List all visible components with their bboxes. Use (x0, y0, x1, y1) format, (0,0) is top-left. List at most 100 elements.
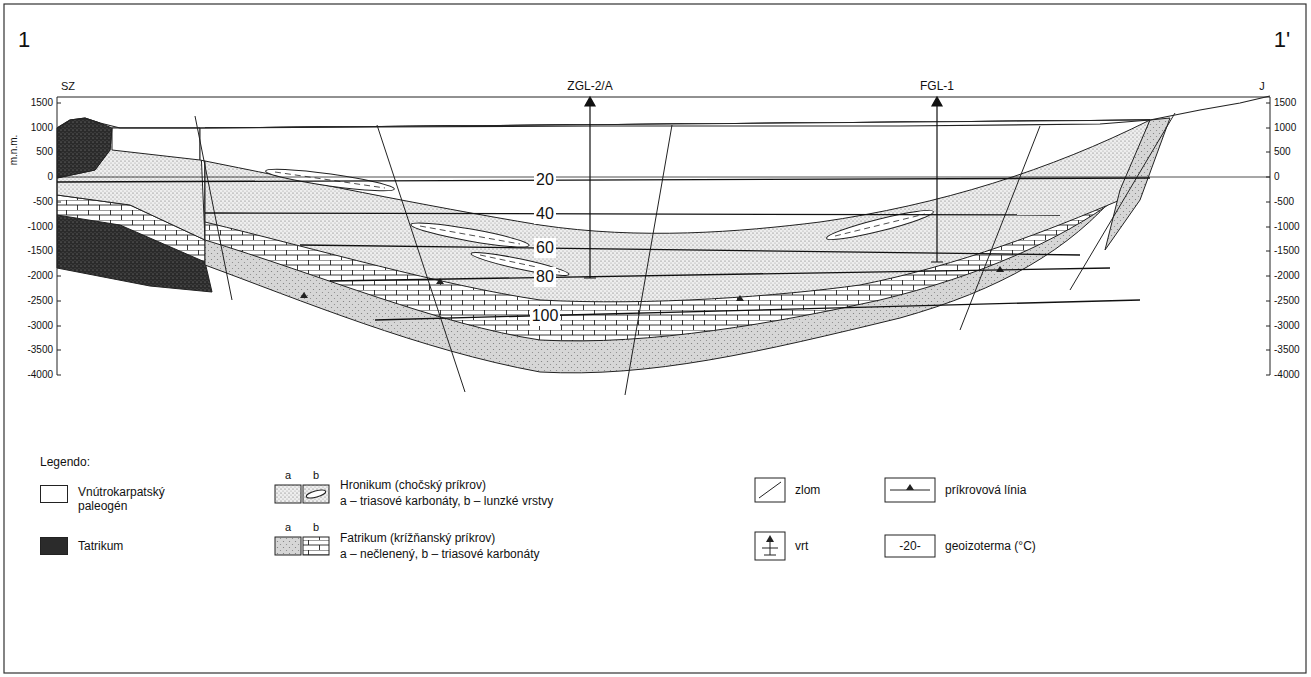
axis-tick-label: -1500 (27, 245, 53, 257)
terrain-surface (57, 96, 1270, 128)
axis-tick-label: 0 (1274, 171, 1280, 183)
axis-tick-label: -3000 (1274, 320, 1300, 332)
isotherm-line (375, 300, 1140, 320)
borehole-line (931, 104, 943, 262)
isotherm-sample-label: -20- (899, 539, 920, 553)
legend-swatch (40, 485, 68, 503)
axis-tick-label: -2500 (1274, 295, 1300, 307)
legend-text: Hronikum (chočský príkrov) (340, 478, 486, 492)
axis-tick-label: -3500 (27, 344, 53, 356)
hronikum-b-swatch (303, 485, 329, 503)
borehole-arrow (766, 535, 774, 542)
axis-tick-label: -1000 (1274, 221, 1300, 233)
axis-tick-label: -3500 (1274, 344, 1300, 356)
axis-tick-label: 500 (36, 146, 53, 158)
isotherm-label: 40 (534, 204, 556, 223)
axis-tick-label: -1500 (1274, 245, 1300, 257)
isotherm-label: 60 (534, 238, 556, 257)
axis-tick-label: -500 (33, 196, 53, 208)
hronikum-a-swatch (275, 485, 301, 503)
fault-line (377, 125, 465, 392)
borehole-line (584, 104, 596, 278)
axis-tick-label: -2000 (1274, 270, 1300, 282)
thrust-tooth (996, 266, 1004, 272)
axis-tick-label: -3000 (27, 320, 53, 332)
isotherms (57, 178, 1150, 320)
lens (265, 165, 395, 195)
borehole-sample (762, 541, 778, 555)
legend-text: geoizoterma (°C) (945, 539, 1036, 553)
legend-sublabel: a (285, 521, 291, 534)
tatrikum-body (57, 118, 112, 178)
axis-tick-label: 500 (1274, 146, 1291, 158)
legend-sublabel: b (313, 469, 319, 482)
frame (4, 4, 1306, 673)
borehole-arrow (585, 97, 595, 106)
fatrikum-b-swatch (303, 537, 329, 555)
legend-sublabel: b (313, 521, 319, 534)
legend-text: zlom (795, 483, 820, 497)
lens-dashes (275, 172, 925, 272)
fault-line (1070, 113, 1175, 290)
axis-line (57, 97, 1270, 375)
legend-text: vrt (795, 539, 808, 553)
axis-tick-label: -500 (1274, 196, 1294, 208)
isotherm-line (205, 213, 1060, 215)
legend-text: Vnútrokarpatský paleogén (78, 485, 178, 514)
isotherm-sample-box (885, 535, 935, 557)
legend-text: príkrovová línia (945, 483, 1026, 497)
fault-sample-box (755, 478, 785, 502)
paleogene-body (112, 128, 200, 160)
isotherm-label: 20 (534, 170, 556, 189)
fault-sample (759, 482, 781, 498)
fault-line (625, 125, 672, 395)
axis-tick-label: -2000 (27, 270, 53, 282)
legend-swatch (40, 537, 68, 555)
lens-dash (420, 226, 520, 244)
axis-ticks (57, 103, 1270, 375)
isotherm-line (57, 178, 1150, 182)
axis-tick-label: -4000 (1274, 369, 1300, 381)
legend-sublabel: a (285, 469, 291, 482)
lens-dash (275, 172, 385, 188)
legend-text: Fatrikum (krížňanský príkrov) (340, 531, 495, 545)
boreholes (584, 97, 943, 278)
fault-line (195, 116, 232, 300)
isotherm-label: 100 (530, 306, 561, 325)
lens-dash (835, 214, 925, 236)
axis-tick-label: 1000 (31, 122, 53, 134)
fault-line (960, 126, 1040, 330)
axis-tick-label: -2500 (27, 295, 53, 307)
sea-level-line (57, 177, 1270, 178)
thrust-sample-box (885, 478, 935, 502)
axis-tick-label: -1000 (27, 221, 53, 233)
direction-label: J (1259, 80, 1265, 93)
borehole-label: FGL-1 (920, 79, 954, 93)
lens (825, 206, 935, 244)
fatrikum-a-swatch (275, 537, 301, 555)
legend-title: Legendo: (40, 455, 90, 469)
thrust-tooth (906, 484, 914, 490)
faults (195, 113, 1175, 395)
axis-tick-label: -4000 (27, 369, 53, 381)
axis-title: m.n.m. (8, 135, 20, 166)
legend-text: a – nečlenený, b – triasové karbonáty (340, 547, 539, 561)
isotherm-line (300, 245, 1080, 255)
axis-tick-label: 1500 (1274, 97, 1296, 109)
axis-tick-label: 0 (47, 171, 53, 183)
legend-text: Tatrikum (78, 539, 123, 553)
direction-label: SZ (61, 80, 75, 93)
isotherm-line (330, 268, 1110, 281)
lunz-lenses (265, 165, 935, 279)
isotherm-label: 80 (534, 267, 556, 286)
lens-sample (306, 489, 327, 500)
axis-tick-label: 1500 (31, 97, 53, 109)
section-end-mark: 1' (1274, 27, 1290, 53)
borehole-sample-box (755, 532, 785, 560)
axis-tick-label: 1000 (1274, 122, 1296, 134)
borehole-label: ZGL-2/A (567, 79, 612, 93)
thrust-tooth (736, 295, 744, 301)
top-line (57, 97, 1270, 98)
